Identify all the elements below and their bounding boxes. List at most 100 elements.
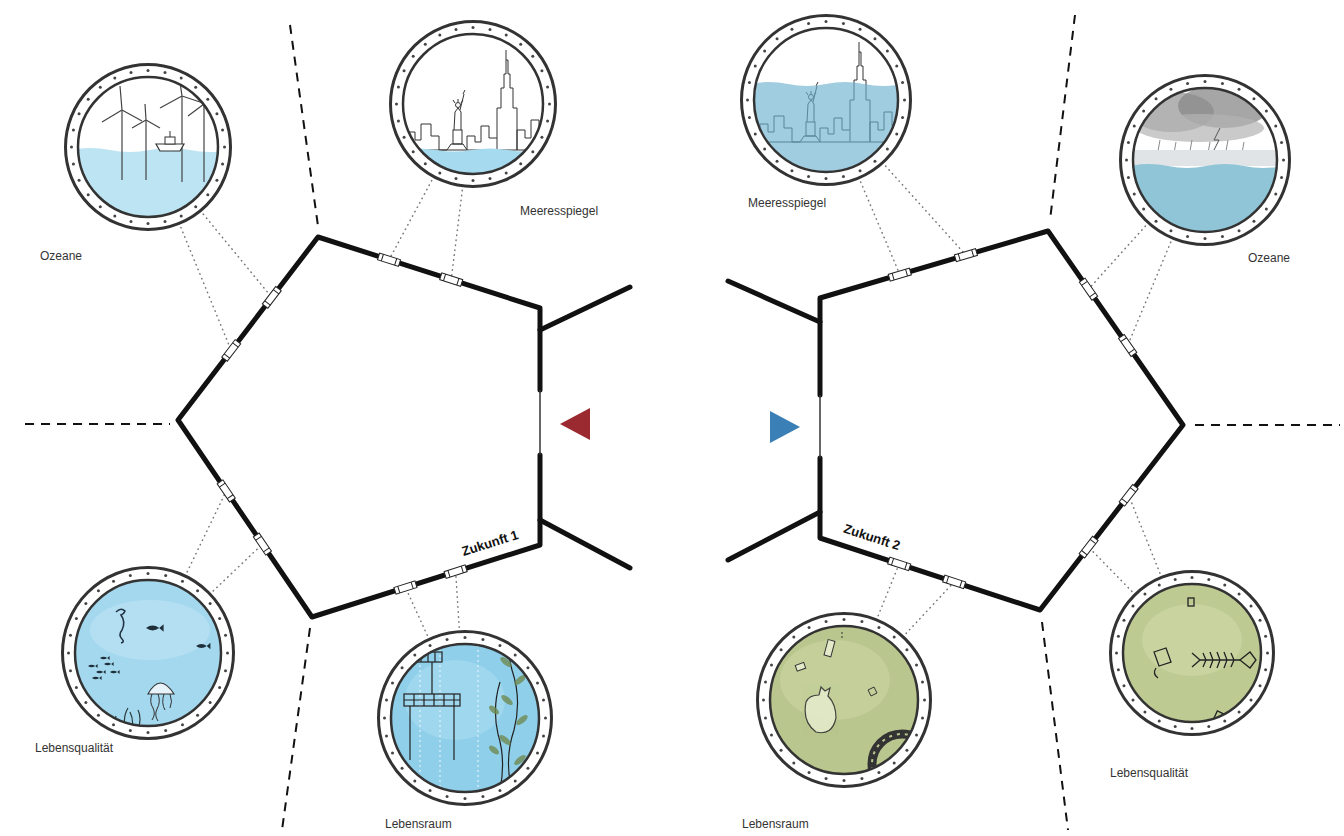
porthole-rivet bbox=[544, 717, 547, 720]
porthole-rim bbox=[385, 638, 546, 799]
porthole-rim bbox=[748, 22, 905, 179]
room-window bbox=[253, 533, 271, 555]
door-wall bbox=[540, 287, 630, 330]
porthole-rivet bbox=[808, 626, 811, 629]
porthole-rivet bbox=[1259, 684, 1262, 687]
room-window bbox=[253, 533, 271, 555]
porthole-window: Lebensqualität bbox=[61, 566, 235, 740]
porthole-window: Ozeane bbox=[1119, 74, 1291, 246]
porthole-rim bbox=[770, 626, 918, 774]
marine-life-scene bbox=[146, 624, 164, 632]
leader-line bbox=[1130, 499, 1160, 573]
porthole-rivet bbox=[401, 767, 404, 770]
porthole-rivet bbox=[87, 98, 90, 101]
habitat-scene bbox=[404, 694, 460, 706]
porthole-window: Lebensraum bbox=[377, 630, 553, 806]
porthole-rivet bbox=[429, 789, 432, 792]
porthole-rivet bbox=[754, 133, 757, 136]
porthole-rim bbox=[61, 566, 235, 740]
porthole-rivet bbox=[69, 669, 72, 672]
habitat-scene bbox=[487, 704, 500, 716]
porthole-rivet bbox=[84, 602, 87, 605]
porthole-rivet bbox=[825, 20, 828, 23]
porthole-rivet bbox=[1252, 220, 1255, 223]
porthole-rivet bbox=[1274, 124, 1277, 127]
porthole-window: Meeresspiegel bbox=[740, 14, 912, 186]
porthole-rivet bbox=[70, 146, 73, 149]
porthole-rivet bbox=[464, 636, 467, 639]
room-window bbox=[262, 287, 281, 309]
storm-scene bbox=[1130, 150, 1282, 166]
porthole-rivet bbox=[1250, 699, 1253, 702]
porthole-rivet bbox=[206, 193, 209, 196]
porthole-rivet bbox=[873, 37, 876, 40]
porthole-rivet bbox=[164, 220, 167, 223]
habitat-scene bbox=[404, 640, 518, 790]
porthole-rivet bbox=[860, 620, 863, 623]
porthole-rivet bbox=[97, 589, 100, 592]
porthole-rivet bbox=[498, 789, 501, 792]
polluted-life-scene bbox=[1122, 583, 1262, 723]
wind-park-scene bbox=[132, 104, 160, 128]
porthole-label: Lebensraum bbox=[742, 817, 809, 831]
separator-line bbox=[25, 423, 170, 425]
porthole-rivet bbox=[895, 64, 898, 67]
porthole-rivet bbox=[397, 120, 400, 123]
room-window bbox=[377, 253, 400, 266]
room-window bbox=[217, 480, 235, 502]
porthole-rivet bbox=[1259, 619, 1262, 622]
entrance-arrow bbox=[770, 411, 800, 443]
porthole-rivet bbox=[762, 699, 765, 702]
porthole-rivet bbox=[1252, 97, 1255, 100]
room-window bbox=[1079, 536, 1098, 558]
porthole-rivet bbox=[536, 751, 539, 754]
storm-scene bbox=[1136, 114, 1264, 142]
porthole-rivet bbox=[526, 767, 529, 770]
porthole-rivet bbox=[770, 664, 773, 667]
porthole-rivet bbox=[526, 666, 529, 669]
skyline-scene bbox=[397, 50, 549, 150]
wind-park-scene bbox=[170, 131, 171, 137]
porthole-rivet bbox=[505, 34, 508, 37]
porthole-rivet bbox=[489, 177, 492, 180]
porthole-rivet bbox=[780, 648, 783, 651]
leader-line bbox=[456, 576, 459, 628]
porthole-rivet bbox=[1133, 124, 1136, 127]
room-window bbox=[222, 340, 241, 362]
room-wall bbox=[178, 237, 540, 617]
porthole-rivet bbox=[1238, 711, 1241, 714]
wind-park-scene bbox=[156, 144, 184, 151]
porthole-rivet bbox=[180, 214, 183, 217]
porthole-rivet bbox=[893, 761, 896, 764]
porthole-rivet bbox=[1169, 88, 1172, 91]
porthole-rivet bbox=[196, 589, 199, 592]
leader-line bbox=[886, 166, 964, 252]
marine-life-scene bbox=[100, 656, 110, 660]
porthole-rivet bbox=[1274, 193, 1277, 196]
room-window bbox=[943, 575, 966, 588]
porthole-rivet bbox=[842, 175, 845, 178]
separator-line bbox=[282, 628, 310, 830]
porthole-rivet bbox=[1142, 110, 1145, 113]
room-window bbox=[381, 254, 396, 265]
room-window bbox=[1082, 281, 1096, 296]
porthole-rim bbox=[78, 77, 218, 217]
porthole-rim bbox=[69, 574, 228, 733]
porthole-rivet bbox=[764, 716, 767, 719]
room-window bbox=[262, 287, 281, 309]
room-window bbox=[219, 483, 233, 499]
porthole-rivet bbox=[915, 664, 918, 667]
porthole-rivet bbox=[859, 169, 862, 172]
porthole-rivet bbox=[464, 797, 467, 800]
porthole-rivet bbox=[886, 147, 889, 150]
porthole-rivet bbox=[923, 699, 926, 702]
porthole-rivet bbox=[481, 795, 484, 798]
room-window bbox=[946, 576, 961, 587]
porthole-rim bbox=[66, 65, 231, 230]
leader-line bbox=[203, 214, 269, 294]
habitat-scene bbox=[420, 645, 421, 790]
porthole-rivet bbox=[454, 28, 457, 31]
porthole-rivet bbox=[413, 654, 416, 657]
habitat-scene bbox=[390, 643, 540, 793]
porthole-rivet bbox=[1131, 604, 1134, 607]
